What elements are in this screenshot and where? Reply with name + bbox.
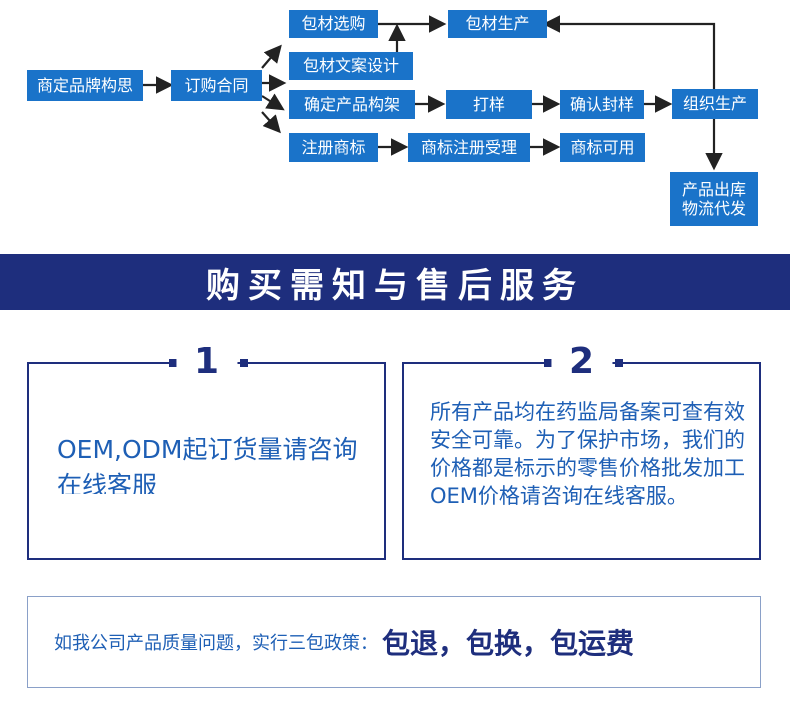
- card-dot-right: [615, 359, 623, 367]
- card-dot-left: [169, 359, 177, 367]
- process-flowchart: 商定品牌构思 订购合同 包材选购 包材生产 包材文案设计 确定产品构架 打样 确…: [0, 0, 790, 240]
- section-banner: 购买需知与售后服务: [0, 254, 790, 310]
- notice-lead: 如我公司产品质量问题，实行三包政策：: [54, 633, 378, 654]
- flow-box-register-trademark: 注册商标: [289, 133, 378, 162]
- flow-box-copy-design: 包材文案设计: [289, 52, 413, 80]
- card-dot-left: [544, 359, 552, 367]
- flow-box-ship-logistics: 产品出库 物流代发: [670, 172, 758, 226]
- card-text: 所有产品均在药监局备案可查有效安全可靠。为了保护市场，我们的价格都是标示的零售价…: [430, 400, 745, 508]
- arrow-contract-to-bottom: [261, 111, 281, 134]
- flow-box-brand-concept: 商定品牌构思: [27, 70, 143, 101]
- flow-box-organize-production: 组织生产: [672, 89, 758, 119]
- card-dot-right: [240, 359, 248, 367]
- card-number: 1: [175, 340, 238, 384]
- ship-line-2: 物流代发: [681, 199, 746, 218]
- flow-box-material-select: 包材选购: [289, 10, 378, 38]
- flow-box-contract: 订购合同: [171, 70, 262, 101]
- arrow-produce-to-material: [542, 15, 716, 89]
- flow-box-trademark-usable: 商标可用: [560, 133, 645, 162]
- flow-box-sampling: 打样: [446, 90, 532, 119]
- notice-policy: 包退，包换，包运费: [382, 627, 635, 660]
- flow-box-material-production: 包材生产: [448, 10, 547, 38]
- arrow-contract-to-lower: [261, 93, 285, 111]
- flow-arrows: [143, 15, 723, 171]
- arrow-contract-to-upper: [261, 44, 282, 69]
- card-text: OEM,ODM起订货量请咨询在线客服: [57, 435, 358, 494]
- flow-box-confirm-sample: 确认封样: [560, 90, 644, 119]
- flow-box-product-frame: 确定产品构架: [289, 90, 415, 119]
- policy-card-2: 2 所有产品均在药监局备案可查有效安全可靠。为了保护市场，我们的价格都是标示的零…: [402, 340, 761, 560]
- card-number: 2: [550, 340, 613, 384]
- ship-line-1: 产品出库: [681, 179, 746, 199]
- flow-box-trademark-accepted: 商标注册受理: [408, 133, 530, 162]
- banner-title: 购买需知与售后服务: [206, 265, 584, 306]
- policy-card-1: 1 OEM,ODM起订货量请咨询在线客服: [27, 340, 386, 560]
- warranty-notice: 如我公司产品质量问题，实行三包政策： 包退，包换，包运费: [27, 596, 761, 688]
